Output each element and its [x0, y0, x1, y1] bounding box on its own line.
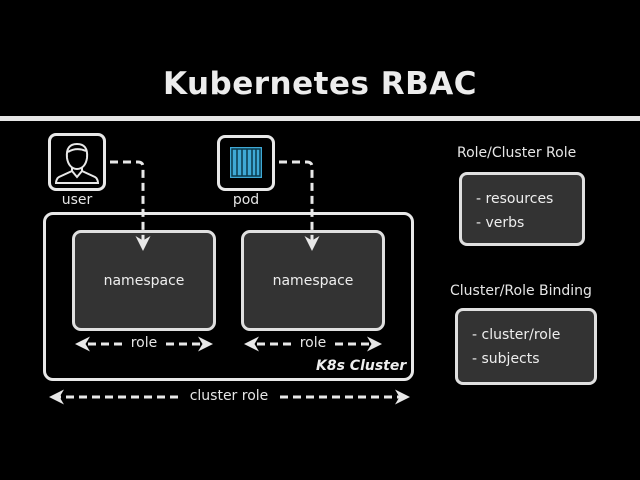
role-label-2: role [291, 335, 335, 351]
pod-label: pod [232, 192, 260, 208]
cluster-role-label: cluster role [180, 388, 278, 404]
pod-node [217, 135, 275, 191]
namespace-label: namespace [103, 272, 185, 289]
k8s-cluster-box [43, 212, 414, 381]
namespace-label: namespace [272, 272, 354, 289]
user-icon [54, 142, 100, 184]
binding-legend-title: Cluster/Role Binding [450, 283, 592, 299]
role-legend-item: - verbs [476, 215, 525, 231]
pod-icon [230, 147, 262, 178]
role-legend-box: - resources - verbs [459, 172, 585, 246]
k8s-cluster-label: K8s Cluster [316, 358, 407, 374]
role-legend-title: Role/Cluster Role [457, 145, 577, 161]
diagram-title: Kubernetes RBAC [163, 66, 477, 102]
pod-to-namespace-arrow [279, 160, 320, 251]
user-node [48, 133, 106, 191]
user-to-namespace-arrow [110, 160, 151, 251]
role-label-1: role [122, 335, 166, 351]
title-divider [0, 116, 640, 121]
role-legend-item: - resources [476, 191, 554, 207]
user-label: user [61, 192, 93, 208]
binding-legend-box: - cluster/role - subjects [455, 308, 597, 385]
binding-legend-item: - subjects [472, 351, 540, 367]
binding-legend-item: - cluster/role [472, 327, 561, 343]
